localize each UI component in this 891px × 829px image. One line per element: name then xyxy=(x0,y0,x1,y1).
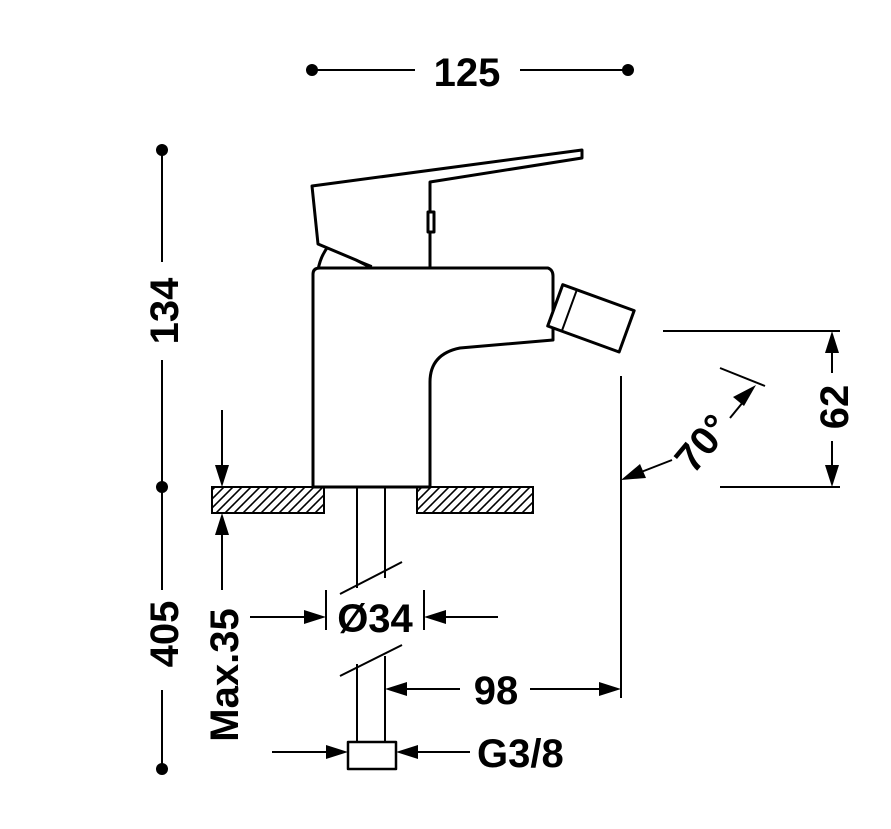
arrowhead xyxy=(215,465,229,487)
angle-dimension: 70° xyxy=(621,367,766,481)
lower-height-label: 405 xyxy=(143,601,187,668)
arrowhead xyxy=(424,610,446,624)
max-thickness-label: Max.35 xyxy=(203,608,247,741)
arrowhead xyxy=(215,513,229,535)
arrowhead xyxy=(733,385,756,406)
width-dimension: 125 xyxy=(306,51,634,95)
max-thickness-dimension: Max.35 xyxy=(203,410,247,742)
reach-dimension: 98 xyxy=(385,376,622,713)
height-dimension: 134 405 xyxy=(143,144,187,775)
faucet-body xyxy=(310,148,636,489)
arrowhead xyxy=(396,745,418,759)
arrowhead xyxy=(326,745,348,759)
reach-label: 98 xyxy=(474,669,519,713)
arrowhead xyxy=(304,610,326,624)
arrowhead xyxy=(621,464,646,480)
supply-pipe xyxy=(339,487,403,771)
spout-height-dimension: 62 xyxy=(663,330,857,488)
diameter-label: Ø34 xyxy=(337,597,413,641)
width-label: 125 xyxy=(434,51,501,95)
angle-label: 70° xyxy=(667,406,740,481)
spout-height-label: 62 xyxy=(813,385,857,430)
connection-dimension: G3/8 xyxy=(272,732,564,776)
arrowhead xyxy=(825,465,839,487)
arrowhead xyxy=(825,331,839,353)
arrowhead xyxy=(385,682,407,696)
spray-nozzle xyxy=(546,283,636,354)
countertop xyxy=(211,486,534,514)
connection-label: G3/8 xyxy=(477,732,564,776)
upper-height-label: 134 xyxy=(143,277,187,344)
diameter-dimension: Ø34 xyxy=(250,590,498,641)
connection-fitting xyxy=(346,740,398,771)
arrowhead xyxy=(599,682,621,696)
